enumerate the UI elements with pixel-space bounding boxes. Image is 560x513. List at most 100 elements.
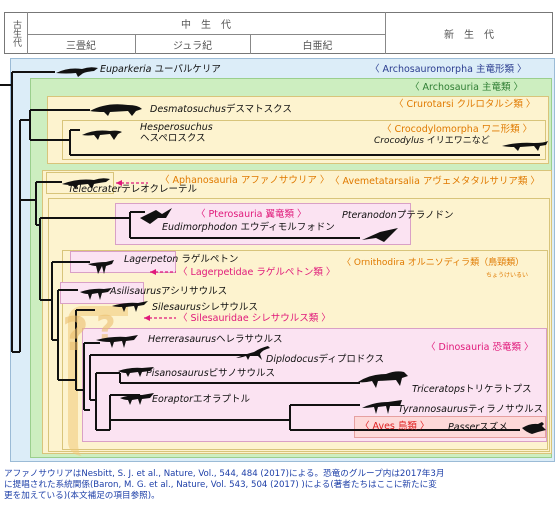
- group-archosauromorpha: 〈 Archosauromorpha 主竜形類 〉: [370, 64, 527, 75]
- asilisaurus-silhouette: [80, 288, 112, 300]
- euparkeria-silhouette: [56, 67, 98, 77]
- taxon-silesaurus: Silesaurusシレサウルス: [152, 302, 258, 313]
- taxon-herrerasaurus: Herrerasaurusヘレラサウルス: [148, 334, 283, 345]
- taxon-asilisaurus: Asilisaurusアシリサウルス: [110, 286, 227, 297]
- taxon-japanese: シレサウルス: [200, 302, 258, 313]
- taxon-latin: Asilisaurus: [110, 286, 162, 297]
- taxon-latin: Herrerasaurus: [148, 334, 217, 345]
- group-lagerpetidae: 〈 Lagerpetidae ラゲルペトン類 〉: [178, 267, 336, 278]
- taxon-latin: Pteranodon: [342, 210, 397, 221]
- taxon-japanese: スズメ: [479, 422, 508, 433]
- footnote: アファノサウリアはNesbitt, S. J. et al., Nature, …: [4, 469, 556, 502]
- tyrannosaurus-silhouette: [362, 400, 402, 414]
- crocodylomorpha-box: [62, 120, 546, 160]
- triassic-label: 三畳紀: [66, 40, 96, 52]
- taxon-eoraptor: Eoraptorエオラプトル: [152, 394, 250, 405]
- group-pterosauria: 〈 Pterosauria 翼竜類 〉: [196, 209, 307, 220]
- taxon-japanese: プテラノドン: [396, 210, 454, 221]
- crocodylus-silhouette: [502, 141, 548, 151]
- taxon-japanese: ディプロドクス: [318, 354, 385, 365]
- taxon-latin: Teleocrater: [68, 184, 122, 195]
- taxon-japanese: エオラプトル: [193, 394, 251, 405]
- group-crurotarsi: 〈 Crurotarsi クルロタルシ類 〉: [394, 99, 536, 110]
- group-ornithodira-reading: ちょうけいるい: [486, 272, 529, 279]
- svg-text:?: ?: [62, 307, 89, 361]
- cenozoic-label: 新 生 代: [444, 29, 494, 41]
- taxon-latin: Triceratops: [412, 384, 465, 395]
- era-divider: [27, 12, 28, 54]
- taxon-japanese: トリケラトプス: [464, 384, 532, 395]
- taxon-desmatosuchus: Desmatosuchusデスマトスクス: [150, 104, 292, 115]
- footnote-line: に提唱された系統関係(Baron, M. G. et al., Nature, …: [4, 480, 437, 490]
- taxon-latin: Eoraptor: [152, 394, 194, 405]
- period-divider: [135, 34, 136, 54]
- taxon-japanese: ヘスペロスクス: [140, 133, 206, 144]
- taxon-japanese: ユーパルケリア: [154, 64, 221, 75]
- taxon-pteranodon: Pteranodonプテラノドン: [342, 210, 454, 221]
- era-header: [4, 12, 553, 54]
- taxon-latin: Diplodocus: [266, 354, 319, 365]
- taxon-latin: Crocodylus: [374, 136, 424, 146]
- taxon-japanese: エウディモルフォドン: [240, 222, 335, 233]
- group-silesauridae: 〈 Silesauridae シレサウルス類 〉: [178, 313, 331, 324]
- mesozoic-label: 中 生 代: [181, 20, 231, 31]
- taxon-latin: Silesaurus: [152, 302, 201, 313]
- aves-box: [354, 416, 546, 438]
- footnote-line: アファノサウリアはNesbitt, S. J. et al., Nature, …: [4, 469, 445, 479]
- taxon-pisanosaurus: Pisanosaurusピサノサウルス: [146, 368, 275, 379]
- eoraptor-silhouette: [120, 393, 154, 405]
- group-aphanosauria: 〈 Aphanosauria アファノサウリア 〉: [160, 175, 330, 186]
- taxon-tyrannosaurus: Tyrannosaurusティラノサウルス: [398, 404, 543, 415]
- taxon-lagerpeton: Lagerpeton ラゲルペトン: [124, 254, 238, 265]
- eudimorphodon-silhouette: [140, 208, 172, 224]
- taxon-crocodylus: Crocodylus イリエワニなど: [374, 136, 490, 147]
- taxon-japanese: ヘレラサウルス: [216, 334, 283, 345]
- era-divider: [385, 12, 386, 54]
- group-archosauria: 〈 Archosauria 主竜類 〉: [410, 82, 523, 93]
- taxon-triceratops: Triceratopsトリケラトプス: [412, 384, 531, 395]
- taxon-latin: Lagerpeton: [124, 254, 179, 265]
- paleozoic-label: 古生代: [11, 19, 21, 47]
- era-divider: [27, 34, 385, 35]
- taxon-latin: Pisanosaurus: [146, 368, 209, 379]
- silesaurus-silhouette: [112, 301, 148, 312]
- taxon-latin: Tyrannosaurus: [398, 404, 468, 415]
- taxon-japanese: アシリサウルス: [161, 286, 228, 297]
- group-avemetatarsalia: 〈 Avemetatarsalia アヴェメタタルサリア類 〉: [330, 176, 540, 187]
- period-divider: [250, 34, 251, 54]
- taxon-japanese: デスマトスクス: [225, 104, 292, 115]
- taxon-latin: Passer: [448, 422, 480, 433]
- cretaceous-label: 白亜紀: [302, 40, 333, 52]
- passer-silhouette: [522, 422, 546, 434]
- teleocrater-silhouette: [62, 178, 110, 189]
- pteranodon-silhouette: [362, 228, 398, 242]
- taxon-japanese: ラゲルペトン: [181, 254, 239, 265]
- taxon-japanese: ティラノサウルス: [467, 404, 544, 415]
- group-aves: 〈 Aves 鳥類 〉: [360, 421, 430, 432]
- pisanosaurus-silhouette: [118, 367, 154, 377]
- taxon-teleocrater: Teleocraterテレオクレーテル: [68, 184, 197, 195]
- herrerasaurus-silhouette: [96, 335, 138, 348]
- taxon-eudimorphodon: Eudimorphodon エウディモルフォドン: [162, 222, 335, 233]
- jurassic-label: ジュラ紀: [172, 40, 213, 52]
- triceratops-silhouette: [358, 371, 408, 388]
- taxon-latin: Eudimorphodon: [162, 222, 238, 233]
- taxon-euparkeria: Euparkeria ユーパルケリア: [100, 64, 221, 75]
- hesperosuchus-silhouette: [82, 130, 122, 140]
- taxon-passer: Passerスズメ: [448, 422, 508, 433]
- group-crocodylomorpha: 〈 Crocodylomorpha ワニ形類 〉: [382, 124, 533, 135]
- taxon-latin: Hesperosuchus: [140, 122, 213, 133]
- taxon-latin: Desmatosuchus: [150, 104, 226, 115]
- group-dinosauria: 〈 Dinosauria 恐竜類 〉: [426, 342, 534, 353]
- diplodocus-silhouette: [236, 346, 270, 360]
- group-ornithodira: 〈 Ornithodira オルニソディラ類（鳥頸類）: [342, 258, 525, 268]
- taxon-japanese: イリエワニなど: [426, 136, 490, 146]
- footnote-line: 更を加えている)(本文補足の項目参照)。: [4, 491, 160, 501]
- taxon-japanese: ピサノサウルス: [208, 368, 275, 379]
- taxon-japanese: テレオクレーテル: [121, 184, 198, 195]
- taxon-latin: Euparkeria: [100, 64, 152, 75]
- desmatosuchus-silhouette: [90, 104, 142, 116]
- taxon-diplodocus: Diplodocusディプロドクス: [266, 354, 384, 365]
